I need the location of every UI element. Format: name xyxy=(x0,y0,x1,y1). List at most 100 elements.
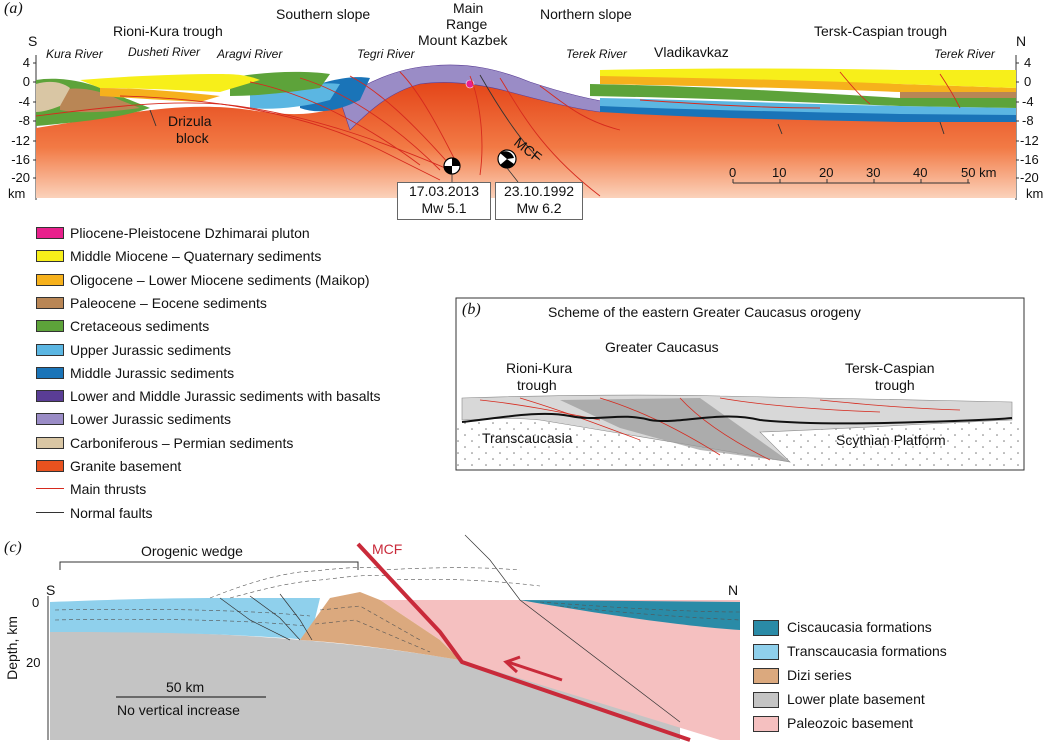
panel-b-scythian: Scythian Platform xyxy=(836,432,946,448)
legend-swatch xyxy=(753,692,779,708)
panel-b-tersk-2: trough xyxy=(875,377,915,393)
motion-arrow xyxy=(503,655,563,682)
orogenic-wedge-bracket xyxy=(59,561,359,570)
panel-b-rioni-2: trough xyxy=(517,377,557,393)
event-2013-mag: Mw 5.1 xyxy=(421,200,467,216)
legend-swatch xyxy=(36,436,64,449)
river-terek-1: Terek River xyxy=(566,47,627,61)
scale-tick: 40 xyxy=(913,165,928,180)
scale-tick: 30 xyxy=(866,165,881,180)
legend-swatch xyxy=(36,413,64,426)
legend-c-label: Paleozoic basement xyxy=(787,715,914,731)
legend-swatch xyxy=(36,460,64,472)
block-label: block xyxy=(176,130,209,146)
label-main: Main xyxy=(453,0,484,16)
miocene-quaternary-layer xyxy=(80,74,260,92)
panel-b-transcaucasia: Transcaucasia xyxy=(482,430,573,446)
legend-a-label: Granite basement xyxy=(70,458,182,474)
maikop-layer xyxy=(100,88,220,102)
depth-tick: 4 xyxy=(22,55,30,70)
event-2013-date: 17.03.2013 xyxy=(408,183,480,199)
depth-tick-c: 0 xyxy=(32,595,40,610)
focal-mechanism-1992 xyxy=(497,149,517,169)
drizula-label: Drizula xyxy=(168,113,212,129)
wedge-faults xyxy=(219,534,681,723)
focal-mechanism-2013 xyxy=(443,157,461,175)
label-mount-kazbek: Mount Kazbek xyxy=(418,32,508,48)
legend-swatch xyxy=(36,366,64,379)
depth-tick: -20 xyxy=(11,170,30,185)
panel-b-greater-caucasus: Greater Caucasus xyxy=(605,339,719,355)
depth-tick: -8 xyxy=(1022,113,1034,128)
carboniferous-layer xyxy=(36,81,70,112)
depth-tick: 0 xyxy=(22,74,30,89)
legend-a-label: Main thrusts xyxy=(70,481,147,498)
legend-swatch xyxy=(36,390,64,403)
legend-swatch xyxy=(753,620,779,636)
legend-a-label: Upper Jurassic sediments xyxy=(70,341,232,358)
depth-unit: km xyxy=(1026,186,1044,201)
legend-a-label: Cretaceous sediments xyxy=(70,318,210,335)
panel-c-south: S xyxy=(46,582,56,598)
river-dusheti: Dusheti River xyxy=(128,45,201,59)
legend-swatch xyxy=(753,668,779,684)
scale-tick: 20 xyxy=(819,165,834,180)
bedding-lines xyxy=(54,567,741,653)
legend-c-label: Lower plate basement xyxy=(787,691,925,707)
depth-tick: -20 xyxy=(1020,170,1039,185)
normal-faults xyxy=(149,74,945,161)
legend-a-label: Middle Miocene – Quaternary sediments xyxy=(70,248,322,265)
depth-tick-c: 20 xyxy=(26,655,41,670)
event-1992-box: 23.10.1992 Mw 6.2 xyxy=(495,182,583,220)
legend-a-label: Lower Jurassic sediments xyxy=(70,411,232,428)
panel-b-rioni-1: Rioni-Kura xyxy=(506,360,573,376)
panel-c-label: (c) xyxy=(4,539,22,556)
label-rioni-kura: Rioni-Kura trough xyxy=(113,23,223,39)
label-range: Range xyxy=(446,16,488,32)
scale-tick: 10 xyxy=(772,165,787,180)
legend-swatch xyxy=(36,227,64,239)
panel-a-label: (a) xyxy=(4,0,23,17)
legend-swatch xyxy=(753,644,779,660)
label-vladikavkaz: Vladikavkaz xyxy=(654,44,729,60)
depth-tick: -12 xyxy=(1020,133,1039,148)
scale-note-c: No vertical increase xyxy=(117,702,240,718)
mcf-fault-c xyxy=(356,542,691,742)
depth-tick: -16 xyxy=(11,152,30,167)
scale-label-c: 50 km xyxy=(166,679,205,695)
event-1992-date: 23.10.1992 xyxy=(503,183,575,199)
transcaucasia-formations xyxy=(50,598,320,640)
panel-b-title: Scheme of the eastern Greater Caucasus o… xyxy=(548,304,861,320)
river-kura: Kura River xyxy=(46,47,103,61)
depth-axis-label: Depth, km xyxy=(4,616,20,680)
granite-basement xyxy=(36,72,1016,198)
depth-tick: -12 xyxy=(11,133,30,148)
event-2013-box: 17.03.2013 Mw 5.1 xyxy=(397,182,491,220)
legend-a-label: Oligocene – Lower Miocene sediments (Mai… xyxy=(70,271,370,288)
legend-c-label: Dizi series xyxy=(787,667,852,683)
legend-a-label: Normal faults xyxy=(70,504,153,521)
legend-swatch xyxy=(36,320,64,333)
depth-tick: -8 xyxy=(18,113,30,128)
paleozoic-basement xyxy=(380,600,740,740)
label-southern-slope: Southern slope xyxy=(276,6,371,22)
panel-c-north: N xyxy=(728,582,739,598)
legend-c-label: Transcaucasia formations xyxy=(787,643,947,659)
scale-bar-a xyxy=(732,179,970,184)
legend-swatch xyxy=(36,343,64,356)
compass-south: S xyxy=(28,33,38,49)
event-1992-mag: Mw 6.2 xyxy=(516,200,562,216)
river-tegri: Tegri River xyxy=(357,47,415,61)
legend-line-symbol xyxy=(36,511,64,513)
mcf-label-c: MCF xyxy=(372,541,403,557)
dizi-series xyxy=(300,592,460,660)
legend-c-label: Ciscaucasia formations xyxy=(787,619,932,635)
compass-north: N xyxy=(1016,33,1027,49)
legend-a-label: Carboniferous – Permian sediments xyxy=(70,434,294,451)
legend-swatch xyxy=(36,273,64,286)
label-tersk-caspian: Tersk-Caspian trough xyxy=(814,23,948,39)
depth-unit: km xyxy=(8,186,26,201)
river-terek-2: Terek River xyxy=(934,47,995,61)
river-aragvi: Aragvi River xyxy=(217,47,283,61)
